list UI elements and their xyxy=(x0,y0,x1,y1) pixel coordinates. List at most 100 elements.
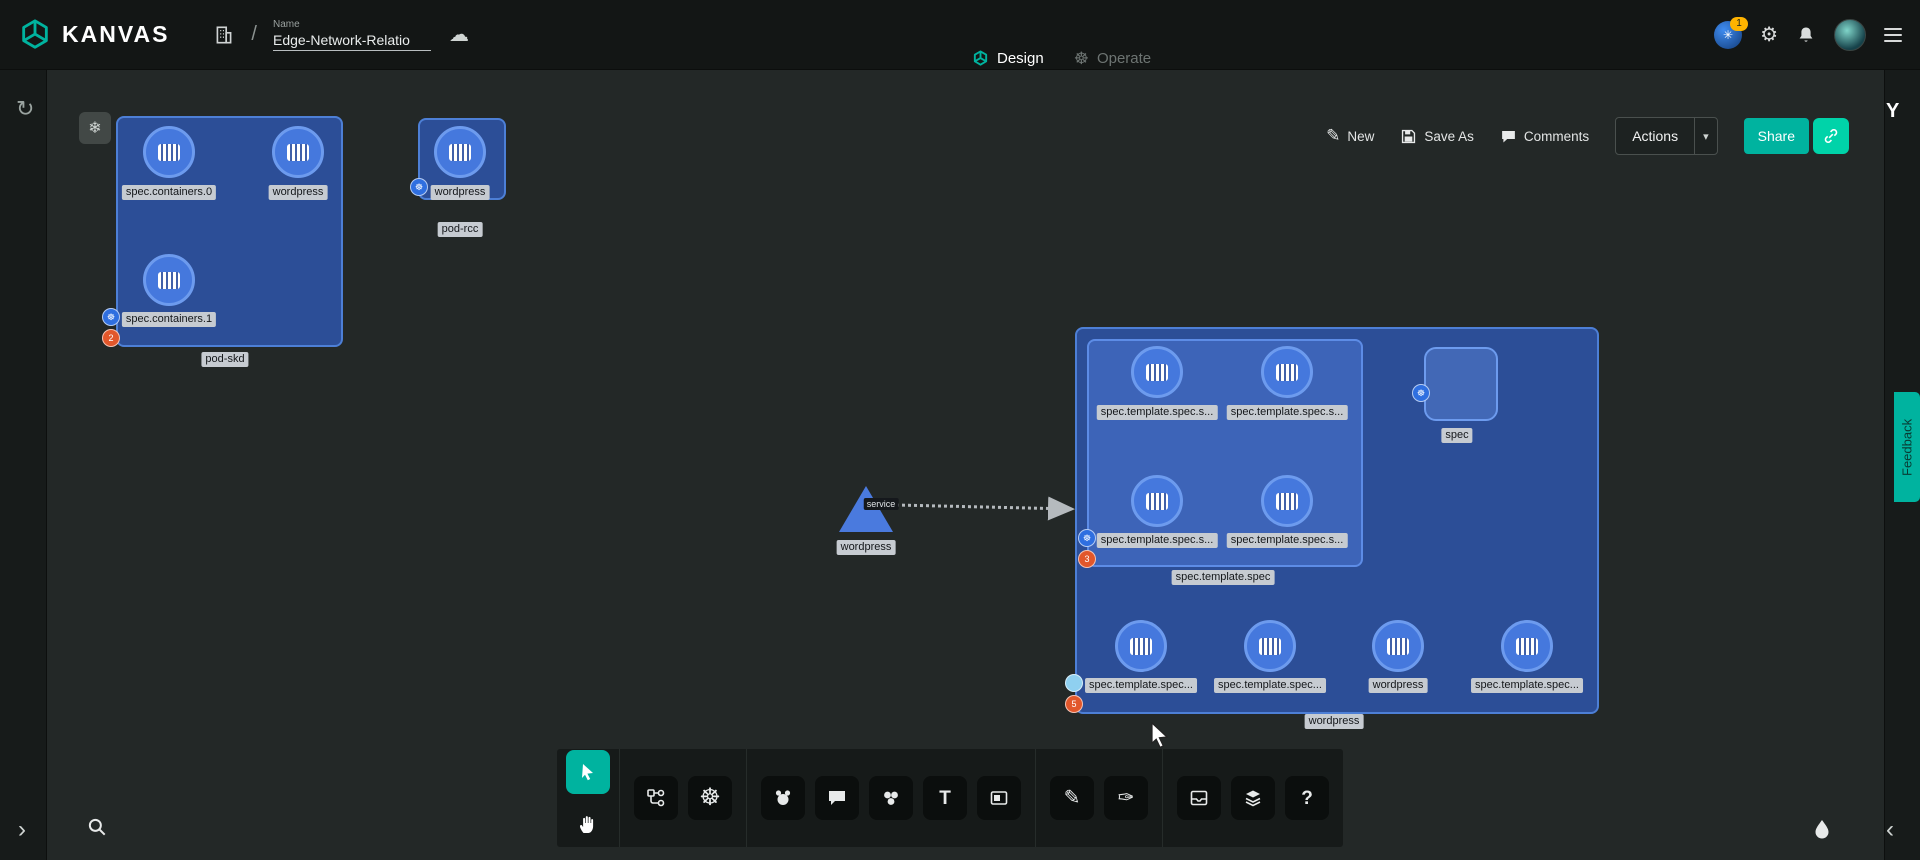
zoom-search-button[interactable] xyxy=(76,806,118,848)
notifications-bell-icon[interactable] xyxy=(1796,25,1816,45)
select-tool[interactable] xyxy=(566,750,610,794)
node-wordpress-a[interactable] xyxy=(272,126,324,178)
node-label: spec.template.spec.s... xyxy=(1227,533,1348,548)
info-badge-icon[interactable] xyxy=(1065,674,1083,692)
text-tool[interactable]: T xyxy=(923,776,967,820)
issue-count-badge[interactable]: 5 xyxy=(1065,695,1083,713)
node-spec-template-3[interactable] xyxy=(1131,475,1183,527)
history-sync-icon[interactable]: ↻ xyxy=(16,96,34,122)
sticker-tool[interactable] xyxy=(869,776,913,820)
container-icon xyxy=(1387,638,1409,655)
container-icon xyxy=(158,144,180,161)
expand-left-panel-chevron-icon[interactable]: › xyxy=(18,816,26,844)
shapes-tool[interactable] xyxy=(761,776,805,820)
annotate-pen-tool[interactable]: ✑ xyxy=(1104,776,1148,820)
service-node-label: wordpress xyxy=(837,540,896,555)
kubernetes-tool[interactable]: ☸ xyxy=(688,776,732,820)
design-name-input[interactable] xyxy=(273,30,431,51)
node-wordpress-b[interactable] xyxy=(434,126,486,178)
kanvas-logo-icon[interactable] xyxy=(18,18,52,52)
pencil-draw-tool[interactable]: ✎ xyxy=(1050,776,1094,820)
header-right-cluster: ✳ 1 ⚙ xyxy=(1714,19,1902,51)
flowchart-tool[interactable] xyxy=(634,776,678,820)
node-spec[interactable] xyxy=(1424,347,1498,421)
ink-validate-button[interactable] xyxy=(1802,810,1842,850)
group-label-spec-template-spec: spec.template.spec xyxy=(1172,570,1275,585)
node-spec-template-4[interactable] xyxy=(1261,475,1313,527)
breadcrumb-separator: / xyxy=(251,23,257,46)
freeze-snowflake-icon[interactable]: ❄ xyxy=(79,112,111,144)
kubernetes-badge-icon[interactable]: ☸ xyxy=(1078,529,1096,547)
kubernetes-badge-icon[interactable]: ☸ xyxy=(1412,384,1430,402)
layers-tool[interactable] xyxy=(1231,776,1275,820)
node-label: spec.template.spec... xyxy=(1471,678,1583,693)
node-label: spec.template.spec.s... xyxy=(1227,405,1348,420)
left-rail xyxy=(0,70,47,860)
toolgroup-draw: ✎ ✑ xyxy=(1035,749,1162,847)
actions-button[interactable]: Actions xyxy=(1616,118,1694,154)
node-bottom-1[interactable] xyxy=(1115,620,1167,672)
save-as-button[interactable]: Save As xyxy=(1400,128,1474,145)
node-spec-containers-0[interactable] xyxy=(143,126,195,178)
app-title: KANVAS xyxy=(62,21,169,48)
node-label: wordpress xyxy=(431,185,490,200)
toolgroup-pointer xyxy=(557,749,619,847)
new-label: New xyxy=(1347,129,1374,144)
extensions-badge-icon[interactable]: ✳ 1 xyxy=(1714,21,1742,49)
node-label: spec.containers.0 xyxy=(122,185,216,200)
node-label: spec.template.spec.s... xyxy=(1097,405,1218,420)
operate-mode-icon: ☸ xyxy=(1074,50,1089,67)
design-mode-icon xyxy=(972,50,989,67)
user-avatar[interactable] xyxy=(1834,19,1866,51)
comments-label: Comments xyxy=(1524,129,1589,144)
node-bottom-3[interactable] xyxy=(1372,620,1424,672)
organization-icon[interactable] xyxy=(213,24,235,46)
saved-designs-drawer-tool[interactable] xyxy=(1177,776,1221,820)
node-spec-template-1[interactable] xyxy=(1131,346,1183,398)
issue-count-badge[interactable]: 3 xyxy=(1078,550,1096,568)
container-icon xyxy=(1259,638,1281,655)
container-icon xyxy=(1276,364,1298,381)
node-bottom-2[interactable] xyxy=(1244,620,1296,672)
container-icon xyxy=(1516,638,1538,655)
edge-service-to-deployment[interactable] xyxy=(880,488,1095,528)
tab-design[interactable]: Design xyxy=(972,50,1044,67)
node-label: spec.template.spec.s... xyxy=(1097,533,1218,548)
new-button[interactable]: ✎ New xyxy=(1326,126,1374,146)
copy-link-button[interactable] xyxy=(1813,118,1849,154)
node-bottom-4[interactable] xyxy=(1501,620,1553,672)
toolgroup-shapes: T xyxy=(746,749,1035,847)
issue-count-badge[interactable]: 2 xyxy=(102,329,120,347)
actions-dropdown-caret[interactable]: ▾ xyxy=(1694,118,1717,154)
comments-button[interactable]: Comments xyxy=(1500,128,1589,145)
kubernetes-badge-icon[interactable]: ☸ xyxy=(102,308,120,326)
design-name-block: Name xyxy=(273,19,431,51)
design-name-label: Name xyxy=(273,19,431,30)
expand-right-panel-chevron-icon[interactable]: ‹ xyxy=(1886,816,1894,844)
menu-hamburger-icon[interactable] xyxy=(1884,28,1902,42)
comment-bubble-icon xyxy=(1500,128,1517,145)
notification-count-badge: 1 xyxy=(1730,17,1748,31)
node-spec-containers-1[interactable] xyxy=(143,254,195,306)
node-spec-template-2[interactable] xyxy=(1261,346,1313,398)
feedback-tab[interactable]: Feedback xyxy=(1894,392,1920,502)
comment-tool[interactable] xyxy=(815,776,859,820)
media-tool[interactable] xyxy=(977,776,1021,820)
share-button[interactable]: Share xyxy=(1744,118,1809,154)
kubernetes-badge-icon[interactable]: ☸ xyxy=(410,178,428,196)
container-icon xyxy=(1276,493,1298,510)
cloud-sync-icon[interactable]: ☁ xyxy=(449,22,469,47)
help-tool[interactable]: ? xyxy=(1285,776,1329,820)
new-pencil-icon: ✎ xyxy=(1326,126,1340,146)
node-label: spec.template.spec... xyxy=(1085,678,1197,693)
toolgroup-misc: ? xyxy=(1162,749,1343,847)
save-as-label: Save As xyxy=(1424,129,1474,144)
container-icon xyxy=(1146,493,1168,510)
mode-tabs: Design ☸ Operate xyxy=(972,50,1151,67)
tab-operate[interactable]: ☸ Operate xyxy=(1074,50,1151,67)
pan-hand-tool[interactable] xyxy=(566,802,610,846)
group-label-pod-rcc: pod-rcc xyxy=(438,222,483,237)
mouse-cursor xyxy=(1150,722,1174,752)
settings-gear-icon[interactable]: ⚙ xyxy=(1760,25,1778,45)
